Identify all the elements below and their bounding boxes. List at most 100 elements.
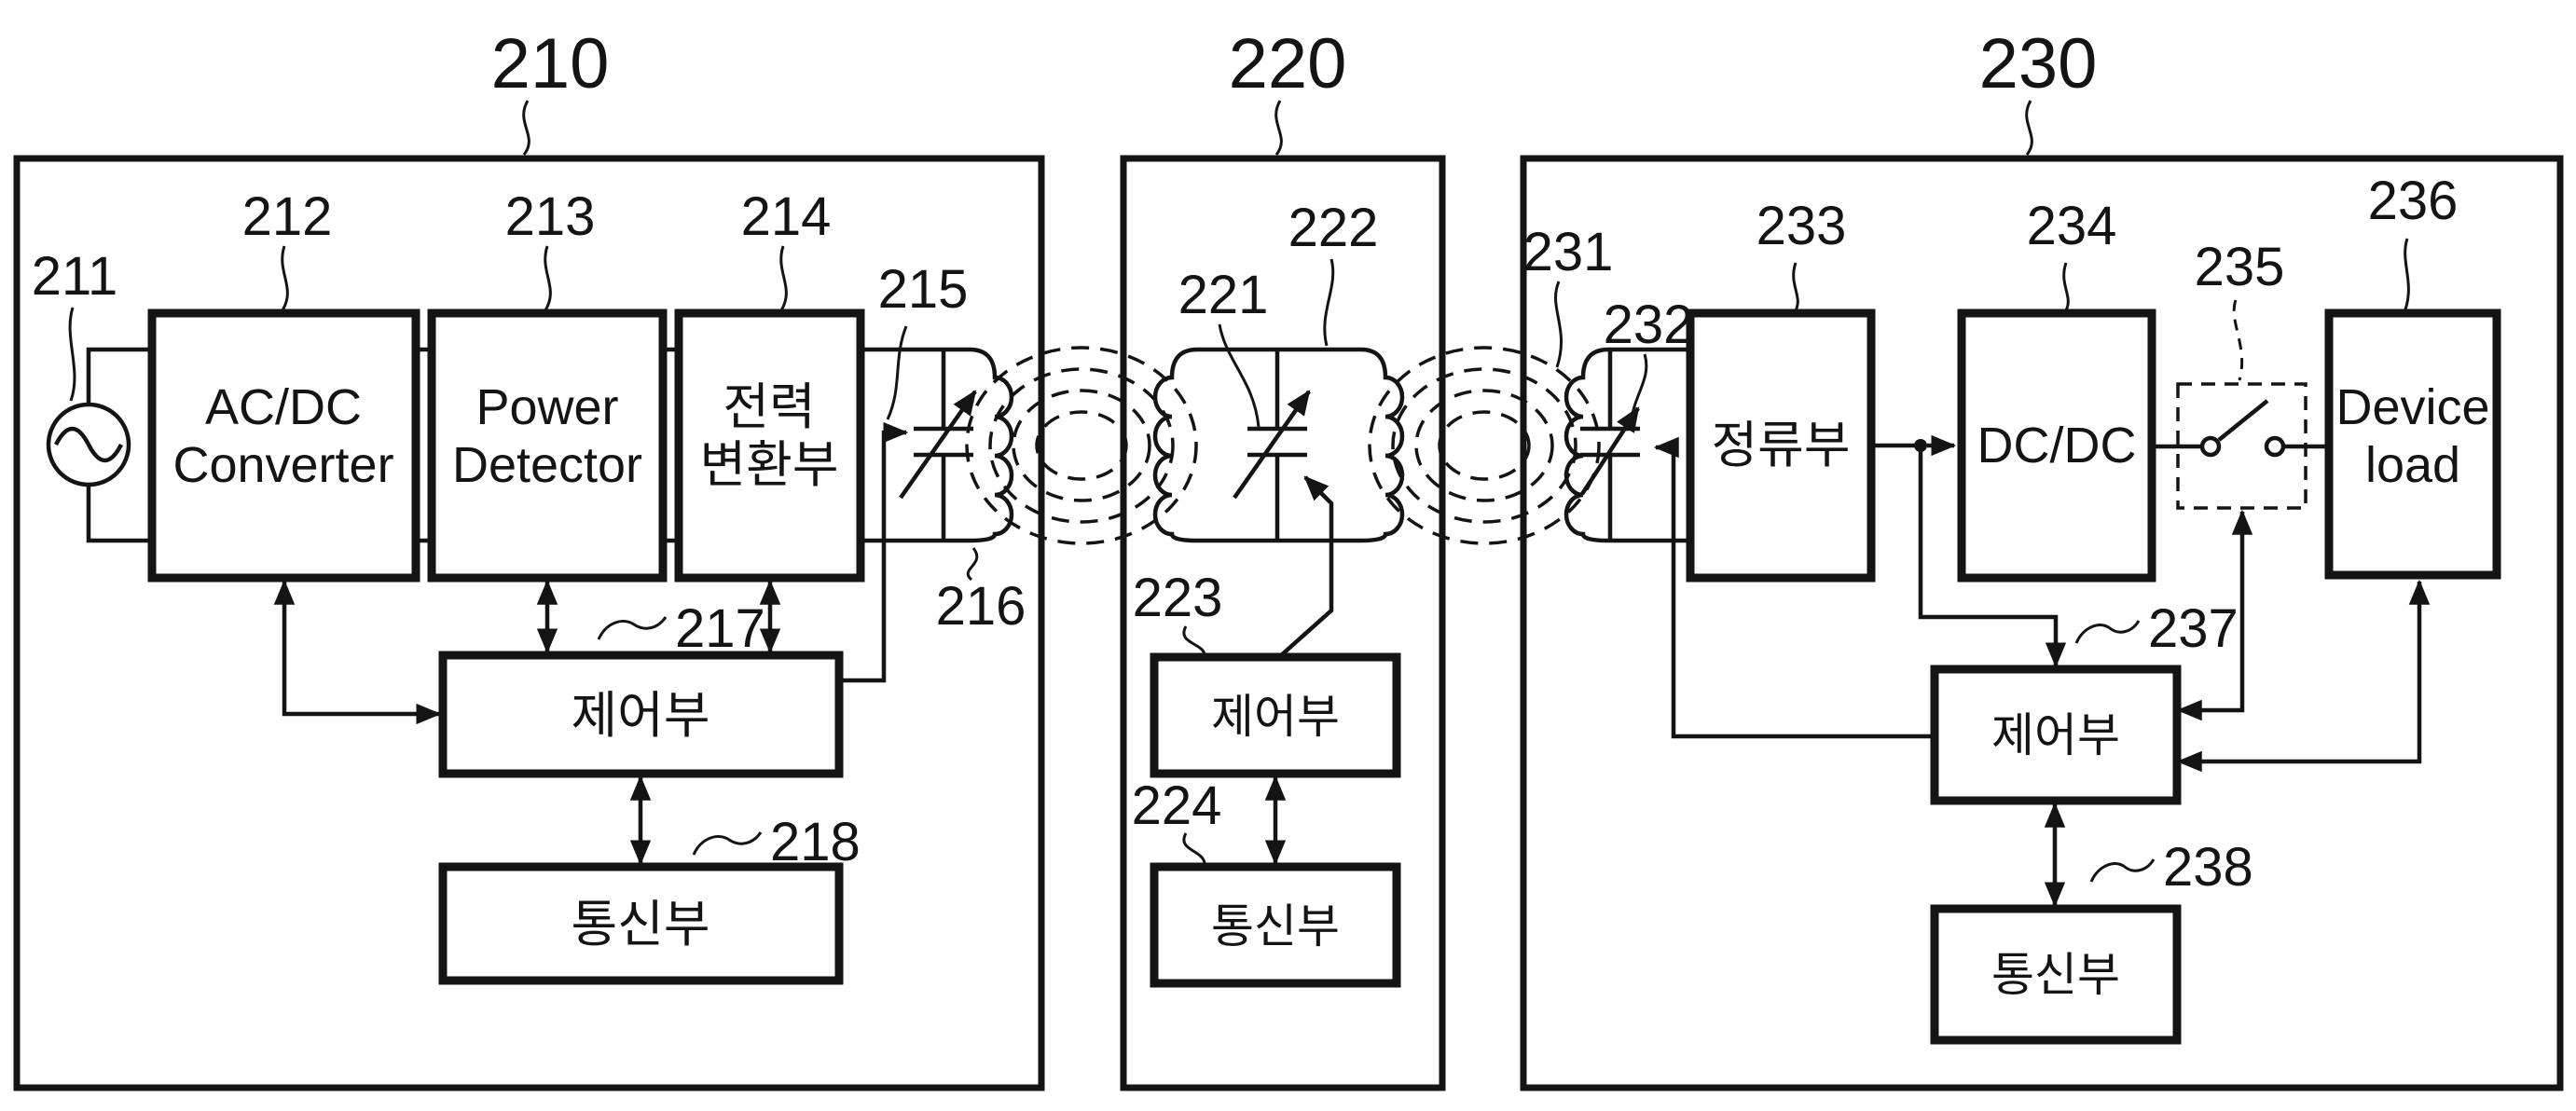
tx-capacitor-variable-arrow [899,390,977,500]
ref-210: 210 [491,24,610,103]
field-ring [988,367,1175,524]
power-conversion-label-line1: 전력 [723,379,815,435]
ref-236: 236 [2368,171,2459,231]
magnetic-field-rings-left [965,346,1198,545]
magnetic-field-rings-right [1368,346,1601,545]
ref-235-leader [2232,299,2244,381]
unit-210-transmitter: 210 211 AC/DC Converter 212 Power Detect… [13,24,1045,1091]
ref-237-tilde [2074,620,2141,644]
unit-220-relay: 220 221 222 제어부 223 통신부 224 [1120,24,1446,1091]
switch-contact-right-icon [2264,435,2286,458]
ref-224: 224 [1132,775,1222,836]
ref-216: 216 [936,576,1026,637]
tx-comm-label: 통신부 [571,897,709,953]
power-chain-wires [416,347,679,543]
relay-controller-box [1150,652,1401,778]
relay-comm-box [1150,862,1401,988]
tx-capacitor [914,350,973,541]
ref-213: 213 [505,186,596,247]
dcdc-converter-label: DC/DC [1977,418,2137,473]
ref-213-leader [544,245,552,311]
power-detector-box [427,309,668,583]
relay-capacitor-variable-arrow [1233,390,1311,500]
tx-coil [861,347,1014,543]
tx-controller-box [438,651,844,778]
field-ring [1368,346,1601,545]
ref-218: 218 [770,812,861,872]
receiver-outline-box [1520,155,2564,1091]
rectifier-label: 정류부 [1711,418,1850,473]
ref-237: 237 [2148,598,2239,659]
ref-220: 220 [1229,24,1347,103]
relay-coil-right [1359,347,1405,543]
ref-221-leader [1218,323,1260,428]
ref-232: 232 [1604,295,1694,355]
power-conversion-box [674,309,865,583]
ref-222-leader [1323,258,1335,347]
tx-comm-box [438,862,844,985]
arrow-controller-relay-capacitor [1277,475,1334,659]
transmitter-outline-box [13,155,1045,1091]
power-conversion-label-line2: 변환부 [699,437,838,493]
arrow-controller-rx-capacitor [1653,436,1935,739]
relay-coil-left [1152,347,1361,543]
rx-comm-label: 통신부 [1991,949,2120,1001]
field-ring [1035,410,1128,481]
ref-211: 211 [32,246,117,307]
relay-capacitor [1247,350,1307,541]
arrow-controller-tx-capacitor [839,421,909,683]
ref-233-leader [1792,262,1799,311]
power-detector-label-line1: Power [475,379,618,435]
ref-220-leader [1274,100,1283,156]
switch-blade-icon [2217,399,2269,442]
ref-234: 234 [2027,196,2117,256]
rx-capacitor-variable-arrow [1580,406,1640,496]
ref-236-leader [2404,238,2410,310]
rx-controller-label: 제어부 [1991,709,2120,761]
arrow-controller-acdc [273,579,442,725]
ref-221: 221 [1178,265,1269,325]
ref-231: 231 [1523,222,1614,282]
unit-230-receiver: 230 231 232 정류부 233 DC/DC 234 235 [1520,24,2564,1091]
ref-212: 212 [242,186,333,247]
ref-217-tilde [597,616,668,640]
ref-211-leader [68,307,76,402]
ref-222: 222 [1288,198,1379,258]
field-ring [1414,389,1554,502]
ac-sine-icon [53,426,124,463]
field-ring [965,346,1198,545]
relay-controller-label: 제어부 [1211,691,1340,743]
ref-234-leader [2062,262,2070,311]
field-ring [1391,367,1577,524]
device-load-label-line2: load [2365,437,2460,493]
relay-comm-label: 통신부 [1211,900,1340,953]
ref-217: 217 [675,598,765,659]
arrow-rectifier-controller [1918,446,2067,668]
device-load-box [2324,309,2501,580]
ref-238-tilde [2089,858,2156,883]
field-ring [1438,410,1531,481]
field-ring [1012,389,1151,502]
ref-230-leader [2025,100,2033,156]
ref-233: 233 [1756,196,1847,256]
ref-223: 223 [1133,568,1223,628]
ref-223-leader [1182,625,1206,655]
switch-contact-left-icon [2199,435,2222,458]
arrow-controller-device-load [2176,579,2431,773]
ref-215-leader [886,325,908,420]
ref-224-leader [1182,832,1206,864]
power-detector-label-line2: Detector [452,437,642,493]
ref-232-leader [1630,353,1648,422]
acdc-converter-box [147,309,420,583]
ref-231-leader [1554,281,1563,368]
ref-214: 214 [741,186,832,247]
ref-214-leader [779,245,788,311]
rx-comm-box [1930,904,2182,1045]
tx-controller-label: 제어부 [571,688,709,744]
ref-210-leader [522,100,530,156]
ref-215: 215 [878,259,969,320]
relay-outline-box [1120,155,1446,1091]
ref-230: 230 [1979,24,2098,103]
